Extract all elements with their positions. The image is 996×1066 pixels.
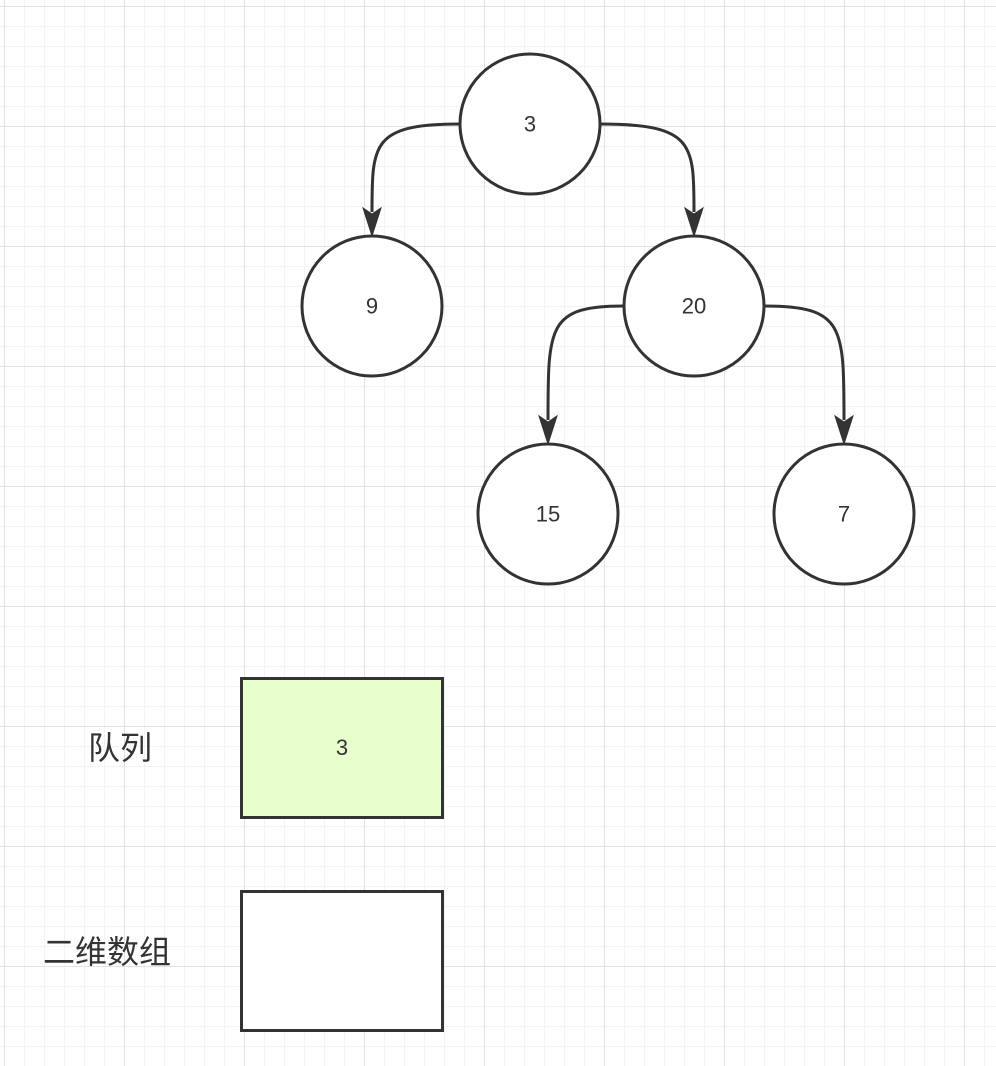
- tree-node-15: 15: [476, 442, 620, 586]
- tree-node-label: 15: [536, 502, 560, 527]
- tree-node-label: 9: [366, 294, 378, 319]
- tree-node-circle: [458, 52, 602, 196]
- arrowhead-n20-n7: [834, 414, 854, 446]
- tree-node-circle: [772, 442, 916, 586]
- arrowhead-n20-n15: [538, 414, 558, 446]
- tree-nodes: 3 9 20 15 7: [300, 52, 916, 586]
- arrowhead-n3-n20: [684, 206, 704, 238]
- edge-n3-n9: [370, 122, 461, 213]
- tree-node-20: 20: [622, 234, 766, 378]
- queue-label: 队列: [88, 729, 153, 767]
- queue-cell: 3: [240, 677, 444, 819]
- tree-node-9: 9: [300, 234, 444, 378]
- arrowhead-n3-n9: [362, 206, 382, 238]
- tree-edges: [362, 122, 854, 446]
- result-array-cell: [240, 890, 444, 1032]
- tree-node-circle: [622, 234, 766, 378]
- tree-node-label: 7: [838, 502, 850, 527]
- tree-node-3: 3: [458, 52, 602, 196]
- edge-n3-n20: [599, 122, 696, 213]
- tree-node-label: 3: [524, 112, 536, 137]
- tree-node-circle: [300, 234, 444, 378]
- edge-n20-n7: [763, 304, 846, 421]
- tree-node-circle: [476, 442, 620, 586]
- queue-cell-value: 3: [335, 735, 349, 760]
- edge-n20-n15: [546, 304, 625, 421]
- tree-node-7: 7: [772, 442, 916, 586]
- result-array-label: 二维数组: [43, 933, 172, 971]
- tree-node-label: 20: [682, 294, 706, 319]
